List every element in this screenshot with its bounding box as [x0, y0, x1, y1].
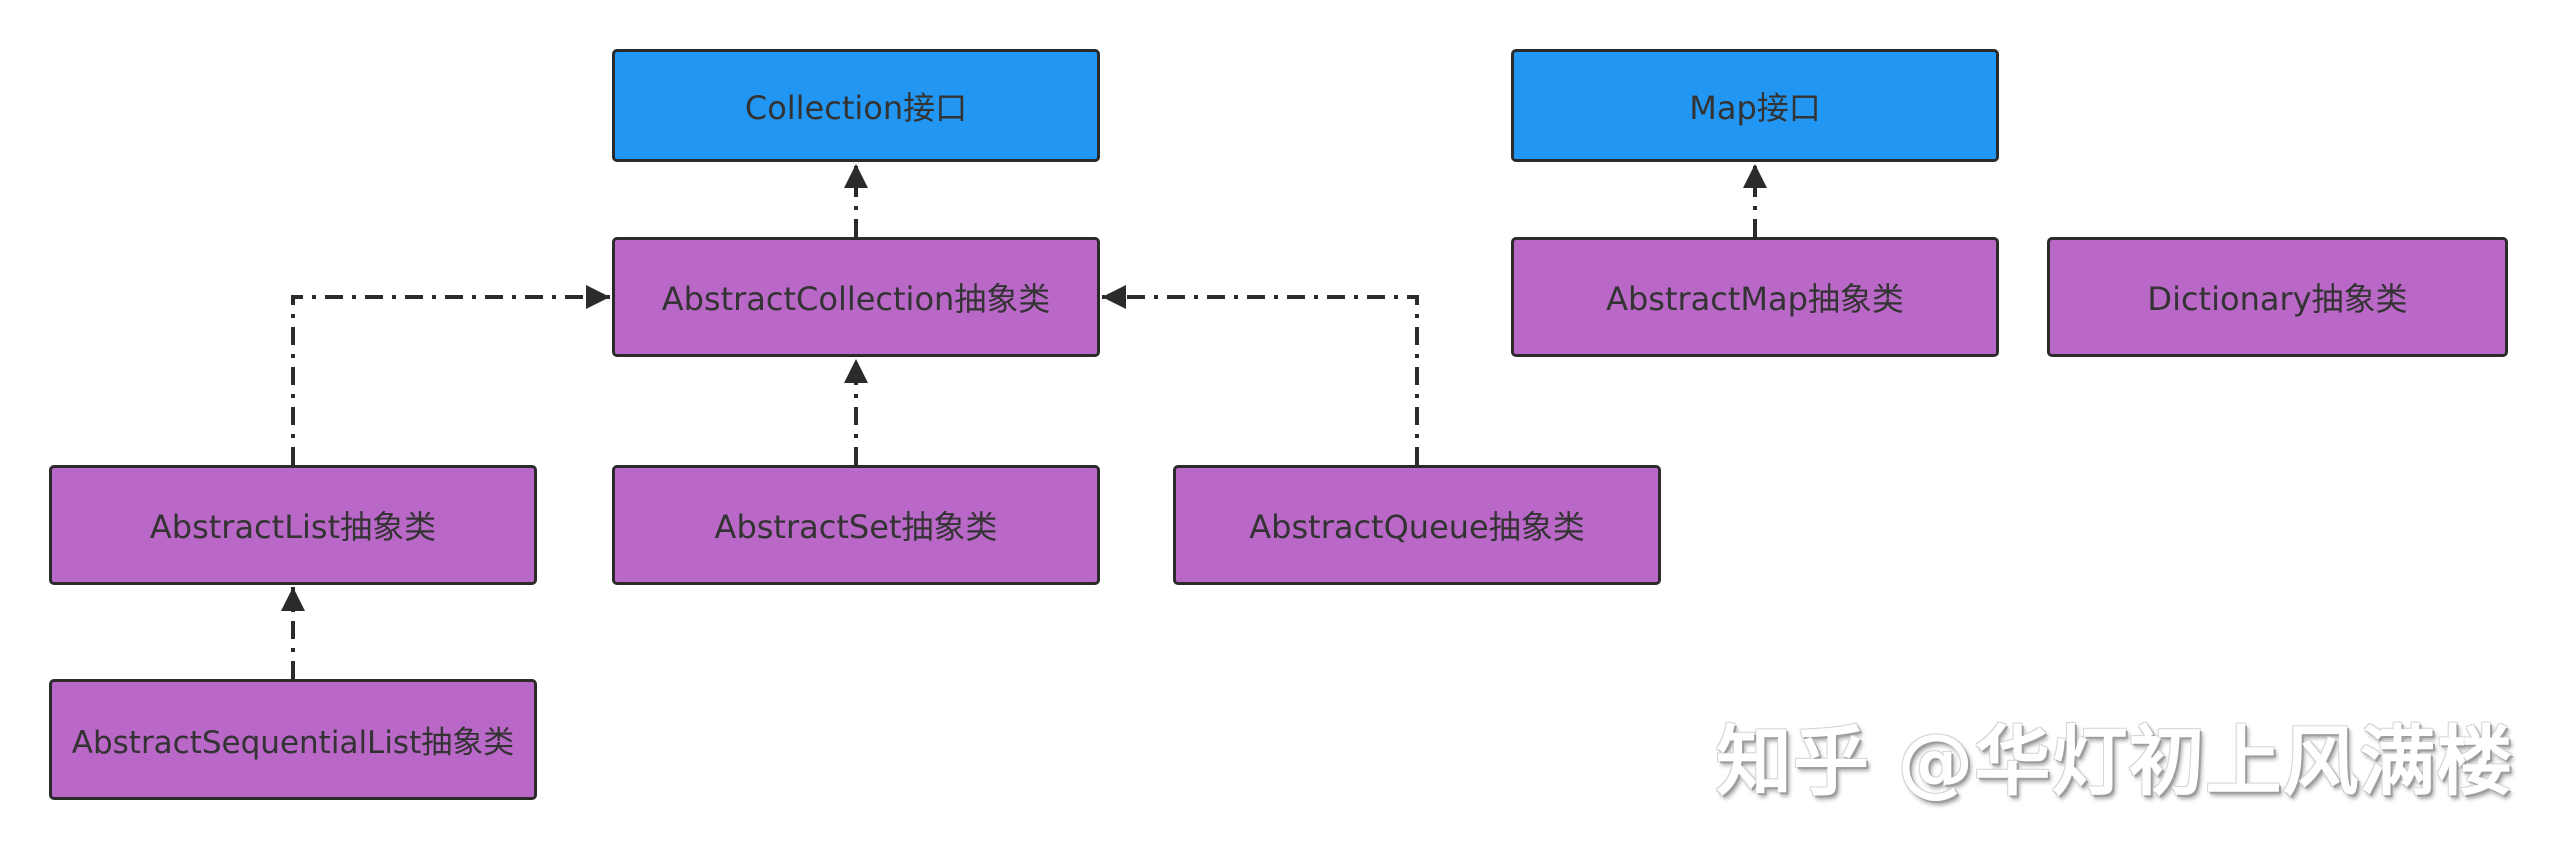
abstract-set-node: AbstractSet抽象类: [612, 465, 1100, 585]
map-interface-node: Map接口: [1511, 49, 1999, 162]
node-label: AbstractSequentialList抽象类: [71, 725, 515, 761]
abstract-map-node: AbstractMap抽象类: [1511, 237, 1999, 357]
abstract-queue-node: AbstractQueue抽象类: [1173, 465, 1661, 585]
node-label: AbstractList抽象类: [149, 508, 437, 546]
abstract-collection-node: AbstractCollection抽象类: [612, 237, 1100, 357]
abstract-sequential-list-node: AbstractSequentialList抽象类: [49, 679, 537, 800]
collection-interface-node: Collection接口: [612, 49, 1100, 162]
node-label: AbstractMap抽象类: [1606, 280, 1904, 318]
edge-abstractlist-to-abstractcollection: [291, 285, 610, 465]
edge-abstractqueue-to-abstractcollection: [1102, 285, 1419, 465]
abstract-list-node: AbstractList抽象类: [49, 465, 537, 585]
node-label: Map接口: [1689, 88, 1821, 127]
node-label: Dictionary抽象类: [2147, 280, 2408, 318]
node-label: AbstractCollection抽象类: [661, 280, 1051, 318]
node-label: Collection接口: [744, 88, 968, 127]
node-label: AbstractSet抽象类: [714, 508, 998, 546]
watermark: 知乎 @华灯初上风满楼: [1716, 717, 2514, 806]
dictionary-node: Dictionary抽象类: [2047, 237, 2508, 357]
node-label: AbstractQueue抽象类: [1249, 508, 1585, 546]
